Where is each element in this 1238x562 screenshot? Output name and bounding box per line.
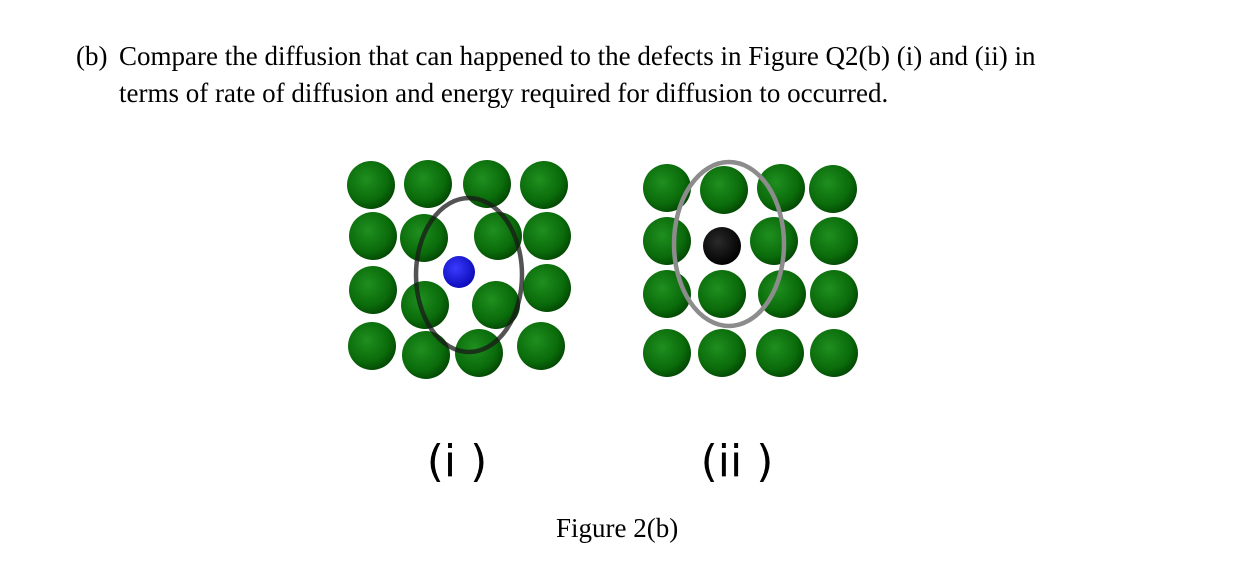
atom [401,281,449,329]
atom [349,212,397,260]
atom [700,166,748,214]
panel-ii-lattice [643,159,858,377]
atom [402,331,450,379]
atom [404,160,452,208]
question-line-1: (b) Compare the diffusion that can happen… [76,38,1176,75]
atom [698,270,746,318]
substitutional-atom [703,227,741,265]
atom [520,161,568,209]
atom [757,164,805,212]
atom [758,270,806,318]
figure-caption: Figure 2(b) [556,513,679,543]
atom [643,329,691,377]
atom [756,329,804,377]
atom [349,266,397,314]
question-text: (b) Compare the diffusion that can happen… [76,38,1176,112]
atom [523,264,571,312]
atom [810,329,858,377]
atom [750,217,798,265]
atom [810,270,858,318]
atom [347,161,395,209]
defect-highlight-ring [413,195,525,355]
atom [809,165,857,213]
atom [348,322,396,370]
atom [517,322,565,370]
atom [463,160,511,208]
question-line-2: terms of rate of diffusion and energy re… [119,78,889,108]
atom [643,164,691,212]
panel-label-i: (i ) [427,436,488,487]
atom [698,329,746,377]
panel-i-lattice [347,160,571,379]
question-line-1-text: Compare the diffusion that can happened … [119,41,1036,71]
atom [810,217,858,265]
panel-label-ii: (ii ) [701,436,774,487]
question-marker: (b) [76,41,108,71]
atom [472,281,520,329]
interstitial-atom [443,256,475,288]
atom [523,212,571,260]
atom [643,217,691,265]
defect-highlight-ring [671,159,787,329]
